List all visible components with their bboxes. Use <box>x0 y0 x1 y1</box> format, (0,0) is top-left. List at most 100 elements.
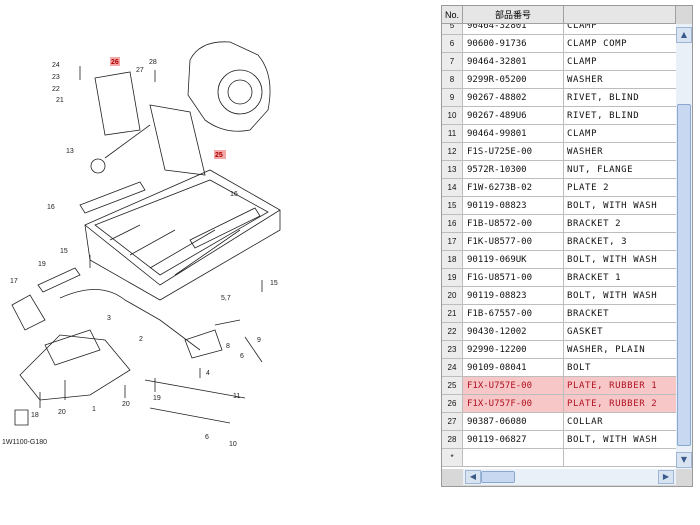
row-no: 20 <box>442 287 463 305</box>
row-part-no: 9572R-10300 <box>463 161 564 179</box>
scroll-up-icon[interactable]: ▲ <box>676 27 692 43</box>
callout-20[interactable]: 20 <box>58 409 66 416</box>
horizontal-scroll-thumb[interactable] <box>481 471 515 483</box>
row-no: 9 <box>442 89 463 107</box>
callout-16[interactable]: 16 <box>230 191 238 198</box>
callout-15[interactable]: 15 <box>270 280 278 287</box>
row-part-no: 9299R-05200 <box>463 71 564 89</box>
row-part-no: 90119-08823 <box>463 287 564 305</box>
callout-2[interactable]: 2 <box>139 336 143 343</box>
row-part-no: F1G-U8571-00 <box>463 269 564 287</box>
row-name: WASHER <box>564 71 676 89</box>
callout-11[interactable]: 11 <box>233 393 240 400</box>
callout-3[interactable]: 3 <box>107 315 111 322</box>
row-no: 7 <box>442 53 463 71</box>
row-part-no: F1X-U757E-00 <box>463 377 564 395</box>
callout-4[interactable]: 4 <box>206 370 210 377</box>
callout-6[interactable]: 6 <box>240 353 244 360</box>
horizontal-scrollbar[interactable]: ◀ ▶ <box>463 469 676 485</box>
row-part-no: 90464-32801 <box>463 53 564 71</box>
row-name: WASHER <box>564 143 676 161</box>
plate-rubber-1-shape <box>149 104 206 176</box>
callout-28[interactable]: 28 <box>149 59 157 66</box>
row-name: GASKET <box>564 323 676 341</box>
callout-26-box <box>110 57 120 66</box>
callout-10[interactable]: 10 <box>229 441 237 448</box>
callout-20[interactable]: 20 <box>122 401 130 408</box>
callout-26[interactable]: 26 <box>111 59 119 66</box>
callout-17[interactable]: 17 <box>10 278 18 285</box>
callout-19[interactable]: 19 <box>153 395 161 402</box>
plate-rubber-2-shape <box>94 71 141 136</box>
column-header-name[interactable] <box>564 6 676 24</box>
scroll-right-icon[interactable]: ▶ <box>658 470 674 484</box>
row-name: BRACKET 2 <box>564 215 676 233</box>
row-no: 18 <box>442 251 463 269</box>
scroll-left-icon[interactable]: ◀ <box>465 470 481 484</box>
callout-24[interactable]: 24 <box>52 62 60 69</box>
table-header: No. 部品番号 <box>442 6 676 24</box>
row-name: BOLT <box>564 359 676 377</box>
row-part-no <box>463 449 564 467</box>
callout-22[interactable]: 22 <box>52 86 60 93</box>
row-no: * <box>442 449 463 467</box>
vertical-scrollbar[interactable]: ▲ ▼ <box>676 24 692 469</box>
row-part-no: F1B-67557-00 <box>463 305 564 323</box>
callout-18[interactable]: 18 <box>31 412 39 419</box>
callout-16[interactable]: 16 <box>47 204 55 211</box>
callout-23[interactable]: 23 <box>52 74 60 81</box>
row-name: BRACKET, 3 <box>564 233 676 251</box>
row-name: RIVET, BLIND <box>564 107 676 125</box>
scroll-down-icon[interactable]: ▼ <box>676 452 692 468</box>
vertical-scroll-thumb[interactable] <box>677 104 691 446</box>
row-name <box>564 449 676 467</box>
callout-21[interactable]: 21 <box>56 97 64 104</box>
callout-27[interactable]: 27 <box>136 67 144 74</box>
column-header-part-no[interactable]: 部品番号 <box>463 6 564 24</box>
row-part-no: 90267-48802 <box>463 89 564 107</box>
row-part-no: 90600-91736 <box>463 35 564 53</box>
callout-6[interactable]: 6 <box>205 434 209 441</box>
table-row[interactable]: * <box>442 449 676 467</box>
scrollbar-corner <box>676 469 692 485</box>
row-part-no: F1K-U8577-00 <box>463 233 564 251</box>
callout-19[interactable]: 19 <box>38 261 46 268</box>
row-no: 10 <box>442 107 463 125</box>
callout-5-7[interactable]: 5,7 <box>221 295 231 302</box>
callout-8[interactable]: 8 <box>226 343 230 350</box>
callout-1[interactable]: 1 <box>92 406 96 413</box>
row-part-no: 90119-069UK <box>463 251 564 269</box>
callout-9[interactable]: 9 <box>257 337 261 344</box>
callout-15[interactable]: 15 <box>60 248 68 255</box>
row-part-no: 90119-06827 <box>463 431 564 449</box>
callout-25[interactable]: 25 <box>215 152 223 159</box>
column-header-no[interactable]: No. <box>442 6 463 24</box>
callout-13[interactable]: 13 <box>66 148 74 155</box>
